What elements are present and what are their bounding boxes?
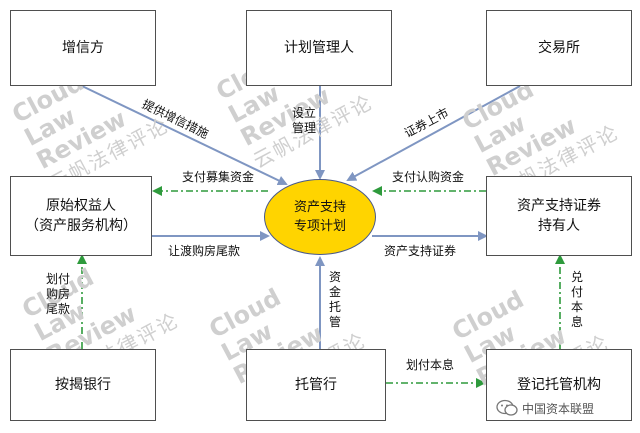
- pay-raised-funds-label: 支付募集资金: [182, 170, 255, 184]
- mortgage-bank-box: 按揭银行: [10, 349, 156, 421]
- redeem-principal-interest-label: 兑付本息: [570, 270, 583, 329]
- guarantor-label: 增信方: [62, 40, 104, 56]
- arrow-exchange-to-spv: [346, 85, 521, 181]
- custodian-bank-label: 托管行: [295, 377, 337, 393]
- originator-label: 原始权益人: [46, 198, 116, 214]
- security-holder-label-line2: 持有人: [538, 218, 580, 234]
- originator-box: 原始权益人 （资产服务机构）: [10, 176, 152, 256]
- transfer-mortgage-tail-label: 划付购房尾款: [45, 272, 70, 316]
- spv-label-line2: 专项计划: [293, 219, 346, 234]
- registry-label: 登记托管机构: [517, 377, 601, 393]
- guarantor-box: 增信方: [10, 10, 156, 86]
- footer-brand: 中国资本联盟: [496, 399, 594, 417]
- security-holder-label-line1: 资产支持证券: [517, 198, 601, 214]
- exchange-label: 交易所: [538, 40, 580, 56]
- plan-manager-box: 计划管理人: [246, 10, 392, 86]
- pay-principal-interest-label: 划付本息: [406, 358, 455, 372]
- plan-manager-label: 计划管理人: [284, 40, 354, 56]
- spv-label-line1: 资产支持: [293, 200, 346, 215]
- spv-ellipse: 资产支持 专项计划: [264, 179, 376, 255]
- fund-custody-label: 资金托管: [328, 270, 341, 329]
- arrow-guarantor-to-spv: [81, 85, 288, 186]
- security-holder-box: 资产支持证券 持有人: [486, 176, 632, 256]
- custodian-bank-box: 托管行: [246, 349, 386, 421]
- transfer-tail-payment-label: 让渡购房尾款: [168, 244, 241, 258]
- footer-brand-text: 中国资本联盟: [522, 401, 595, 416]
- establish-manage-label: 设立管理: [291, 106, 316, 135]
- wechat-icon: [496, 399, 518, 416]
- mortgage-bank-label: 按揭银行: [55, 377, 111, 393]
- asset-backed-securities-label: 资产支持证券: [384, 244, 457, 258]
- exchange-box: 交易所: [486, 10, 632, 86]
- pay-subscription-funds-label: 支付认购资金: [392, 170, 465, 184]
- originator-sublabel: （资产服务机构）: [25, 218, 137, 234]
